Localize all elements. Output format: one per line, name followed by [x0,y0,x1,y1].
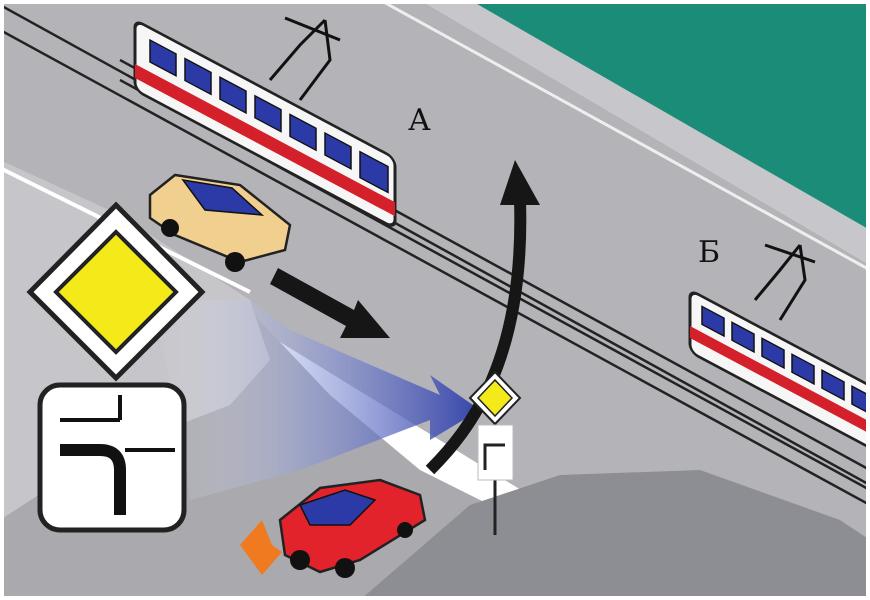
tram-b [688,291,870,457]
tram-a [133,21,397,227]
distant-main-road-sign [468,370,522,535]
main-road-shoulder [420,0,870,265]
road-edge-line-2 [379,0,870,272]
turn-signal-flash [240,520,282,575]
tram-a-label: А [408,103,431,138]
road-direction-plate-icon [37,382,187,533]
dark-corner-road [360,470,870,600]
tram-a-pantograph [268,16,341,101]
tram-b-pantograph [753,243,816,321]
main-road-sign-icon [26,201,206,382]
tram-b-label: Б [698,235,720,270]
red-car [278,478,427,578]
taxi-path-arrow [270,268,390,338]
headlight-beam [150,300,480,500]
taxi-car [148,173,292,272]
